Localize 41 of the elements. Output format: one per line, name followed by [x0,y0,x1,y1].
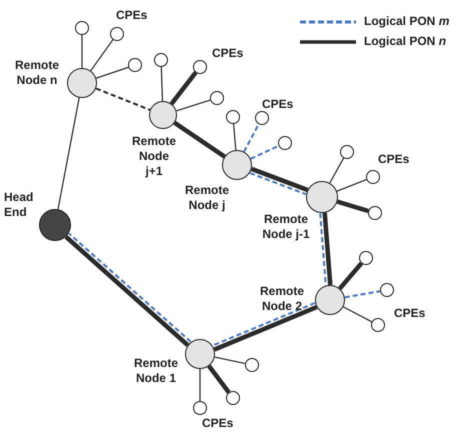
link-line [329,158,344,184]
node-label: Remote Node j [184,183,230,213]
link-line [90,39,114,72]
node-label: Remote Node j-1 [261,212,311,242]
link-line [250,172,306,196]
link-line [319,213,327,286]
cpe-group-label: CPEs [116,8,148,23]
link-line [343,306,372,322]
link-line [170,71,198,106]
link-line [250,145,280,160]
link-line [322,212,333,286]
link-line [344,290,380,298]
legend-label: Logical PON m [364,14,450,29]
link-line [243,124,260,152]
legend-label: Logical PON n [364,34,446,49]
link-line [214,356,246,364]
link-line [81,35,83,68]
link-line [199,369,201,401]
cpe-group-label: CPEs [212,46,244,61]
link-line [176,100,210,112]
node-label: Head End [4,190,34,220]
link-line [160,66,164,102]
link-line [96,88,150,111]
cpe-group-label: CPEs [262,97,294,112]
link-line [207,364,231,394]
node-label: Remote Node 1 [132,356,179,386]
link-line [336,179,367,192]
node-label: Remote Node j+1 [130,134,177,179]
node-label: Remote Node n [14,58,60,88]
node-label: Remote Node 2 [258,284,305,314]
cpe-group-label: CPEs [394,306,426,321]
link-line [336,199,369,214]
link-line [250,166,308,192]
link-line [338,262,364,290]
cpe-group-label: CPEs [202,416,234,431]
link-line [96,66,129,79]
link-line [173,120,226,158]
cpe-group-label: CPEs [378,152,410,167]
link-line [214,305,318,352]
link-line [57,98,80,210]
link-line [233,124,236,150]
